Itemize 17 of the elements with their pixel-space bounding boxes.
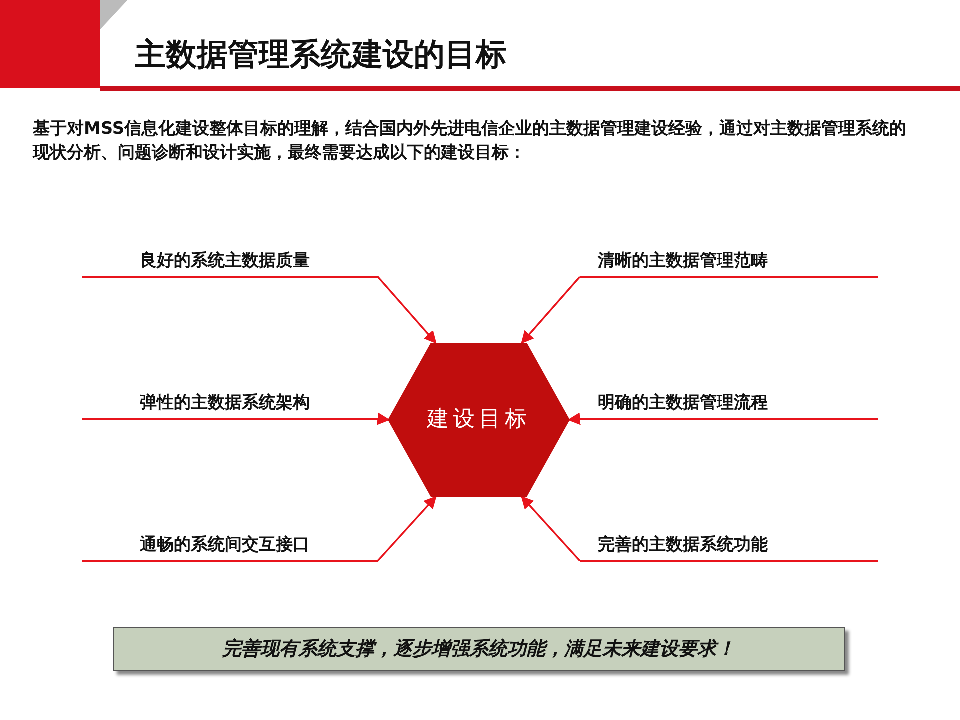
hexagon-label: 建设目标 — [426, 406, 532, 434]
arrow — [377, 412, 390, 426]
center-hexagon — [386, 341, 572, 499]
goal-label: 完善的主数据系统功能 — [580, 532, 878, 562]
summary-banner: 完善现有系统支撑，逐步增强系统功能，满足未来建设要求！ — [113, 627, 845, 671]
arrow — [521, 276, 581, 344]
arrow — [377, 276, 437, 344]
goal-label: 清晰的主数据管理范畴 — [580, 248, 878, 278]
goal-label: 良好的系统主数据质量 — [82, 248, 378, 278]
intro-paragraph: 基于对MSS信息化建设整体目标的理解，结合国内外先进电信企业的主数据管理建设经验，通过对主数据管理系统的现状分析、问题诊断和设计实施，最终需要达成以下的建设目标： — [33, 118, 908, 165]
arrow — [568, 412, 581, 426]
slide-title: 主数据管理系统建设的目标 — [135, 36, 507, 75]
arrow — [521, 496, 581, 562]
goal-label: 通畅的系统间交互接口 — [82, 532, 378, 562]
arrow — [377, 496, 437, 562]
goal-label: 明确的主数据管理流程 — [580, 390, 878, 420]
goal-label: 弹性的主数据系统架构 — [82, 390, 378, 420]
